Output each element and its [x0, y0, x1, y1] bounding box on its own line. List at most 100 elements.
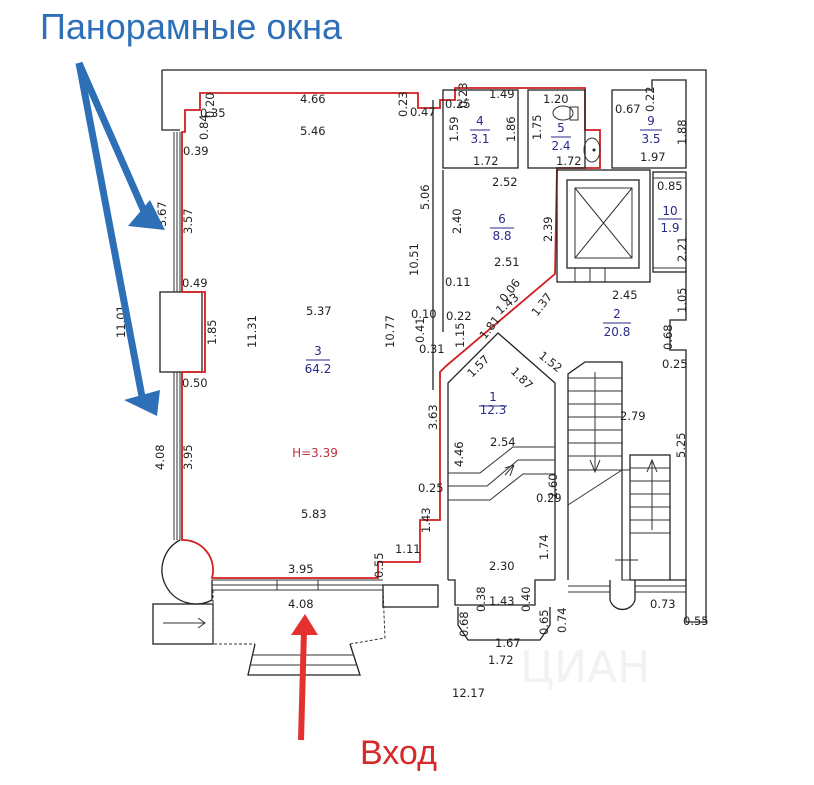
- dimension-label: 5.06: [418, 184, 432, 210]
- dimension-label: 0.23: [456, 82, 470, 108]
- dimension-label: 20.8: [604, 325, 631, 339]
- dimension-label: 2.45: [612, 288, 638, 302]
- dimension-label: 0.10: [411, 307, 437, 321]
- sink-icon: [583, 137, 601, 163]
- dimension-label: 1.86: [504, 116, 518, 142]
- bottom-window-wall: [212, 579, 383, 591]
- dimension-label: 11.31: [245, 315, 259, 348]
- dimension-label: 0.20: [203, 92, 217, 118]
- dimension-label: 2: [613, 307, 621, 321]
- dimension-label: 1.88: [675, 119, 689, 145]
- dimension-label: 1.49: [489, 87, 515, 101]
- dimension-label: 1.75: [530, 114, 544, 140]
- panoramic-windows-label: Панорамные окна: [40, 6, 343, 47]
- dimension-label: 1.59: [447, 116, 461, 142]
- room-label-4: 4 3.1: [470, 114, 490, 146]
- dimension-label: 2.39: [541, 216, 555, 242]
- dimension-label: 5.83: [301, 507, 327, 521]
- dimension-label: 1.37: [528, 290, 555, 319]
- dimension-label: 1.81: [476, 313, 503, 342]
- entrance-arrow: [291, 614, 318, 741]
- dimension-label: 2.30: [489, 559, 515, 573]
- dimension-label: 0.25: [418, 481, 444, 495]
- dimension-label: 8.8: [492, 229, 511, 243]
- dimension-label: 2.4: [551, 139, 570, 153]
- dimension-label: 10.51: [407, 243, 421, 276]
- dimension-label: 1.11: [395, 542, 421, 556]
- dimension-label: 10.77: [383, 315, 397, 348]
- dimension-label: 3.95: [181, 444, 195, 470]
- outer-walls: [161, 69, 707, 623]
- dimension-label: 0.47: [410, 105, 436, 119]
- panoramic-window-wall: [159, 132, 203, 540]
- dimension-label: 2.52: [492, 175, 518, 189]
- dimension-label: 2.21: [675, 236, 689, 262]
- dimension-label: 0.41: [413, 317, 427, 343]
- dimension-label: 6: [498, 212, 506, 226]
- dimension-label: 1.43: [489, 594, 515, 608]
- dimension-label: 1.67: [495, 636, 521, 650]
- dimension-label: 4: [476, 114, 484, 128]
- entrance-label: Вход: [360, 734, 437, 772]
- dimension-label: 0.11: [445, 275, 471, 289]
- dimension-label: 0.31: [419, 342, 445, 356]
- dimension-label: 3.5: [641, 132, 660, 146]
- dimension-label: 12.3: [480, 403, 507, 417]
- dimension-label: 5.46: [300, 124, 326, 138]
- dimension-label: 0.35: [200, 106, 226, 120]
- dimension-label: 1.43: [419, 507, 433, 533]
- dimension-label: 0.68: [457, 611, 471, 637]
- main-staircase: [567, 361, 686, 611]
- dimension-label: 0.84: [197, 114, 211, 140]
- dimension-label: 0.68: [661, 324, 675, 350]
- room-label-2: 2 20.8: [603, 307, 631, 339]
- vertical-dimension-labels: 0.20 0.84 0.23 0.23 1.59 1.86 1.75 0.22 …: [114, 82, 689, 637]
- room-label-1: 1 12.3: [479, 390, 507, 417]
- dimension-label: 12.17: [452, 686, 485, 700]
- room-label-6: 6 8.8: [490, 212, 514, 243]
- dimension-label: 2.54: [490, 435, 516, 449]
- interior-walls: [432, 79, 687, 390]
- dimension-label: 2.40: [450, 208, 464, 234]
- dimension-label: 0.22: [643, 86, 657, 112]
- dimension-label: 0.23: [396, 91, 410, 117]
- dimension-label: 0.22: [446, 309, 472, 323]
- dimension-label: 4.46: [452, 441, 466, 467]
- dimension-label: 5: [557, 121, 565, 135]
- dimension-label: 1.57: [464, 352, 492, 380]
- dimension-label: 1.15: [453, 322, 467, 348]
- dimension-label: 0.29: [536, 491, 562, 505]
- dimension-label: 10: [662, 204, 677, 218]
- room-label-3: 3 64.2: [305, 344, 332, 376]
- dimension-label: 4.08: [288, 597, 314, 611]
- ceiling-height: H=3.39: [292, 446, 338, 460]
- dimension-label: 0.65: [537, 609, 551, 635]
- dimension-label: 3.1: [470, 132, 489, 146]
- room-3-outline: [181, 87, 601, 579]
- dimension-label: 1: [489, 390, 497, 404]
- dimension-label: 0.49: [182, 276, 208, 290]
- watermark: ЦИАН: [520, 642, 650, 693]
- dimension-label: 0.50: [182, 376, 208, 390]
- room-label-9: 9 3.5: [640, 114, 662, 146]
- dimension-label: 2.79: [620, 409, 646, 423]
- diagonal-dimension-labels: 0.06 1.43 1.81 1.37 1.52 1.57 1.87: [464, 276, 565, 392]
- dimension-label: 1.05: [675, 287, 689, 313]
- dimension-label: 1.97: [640, 150, 666, 164]
- room-label-10: 10 1.9: [658, 204, 682, 235]
- dimension-label: 3.57: [181, 208, 195, 234]
- dimension-label: 0.38: [474, 586, 488, 612]
- dimension-label: 2.60: [546, 473, 560, 499]
- dimension-label: 0.25: [662, 357, 688, 371]
- dimension-label: 4.66: [300, 92, 326, 106]
- dimension-label: 0.39: [183, 144, 209, 158]
- dimension-label: 5.37: [306, 304, 332, 318]
- dimension-label: 64.2: [305, 362, 332, 376]
- dimension-label: 2.51: [494, 255, 520, 269]
- dimension-label: 0.67: [615, 102, 641, 116]
- dimension-label: 0.85: [657, 179, 683, 193]
- dimension-label: 1.74: [537, 534, 551, 560]
- dimension-label: 3.63: [426, 404, 440, 430]
- dimension-label: 1.85: [205, 319, 219, 345]
